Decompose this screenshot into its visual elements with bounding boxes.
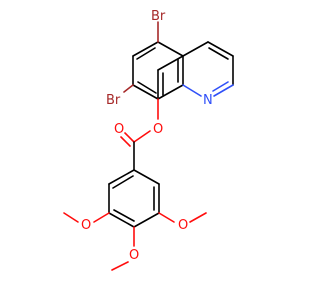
- bond-n1-c8a: [182, 84, 202, 97]
- bond-ar1-ar2: [108, 169, 135, 185]
- bond-o-me4: [111, 261, 129, 271]
- bond-o-me5: [189, 212, 207, 223]
- bromine-atom-5: Br: [151, 9, 166, 24]
- bond-ar5-o: [158, 212, 175, 223]
- bond-ar4-ar5: [133, 212, 160, 228]
- nitrogen-atom: N: [203, 93, 213, 108]
- bond-ar3-o: [93, 212, 110, 223]
- bond-ar3-ar4: [108, 212, 135, 228]
- molecule-svg: Br Br N O O O O O: [63, 9, 234, 271]
- bond-c4a-c5: [157, 41, 184, 57]
- methoxy-oxygen-atom-5: O: [178, 218, 188, 233]
- bromine-atom-7: Br: [106, 93, 121, 108]
- bond-c7-c8r: [132, 84, 159, 100]
- bond-c2-n1: [213, 84, 234, 97]
- bond-c7-c8r-double: [137, 81, 157, 94]
- methoxy-oxygen-atom-4: O: [129, 248, 139, 263]
- bond-ar6-ar1: [133, 169, 160, 185]
- carbonyl-oxygen-atom: O: [114, 122, 124, 137]
- molecule-structure-diagram: Br Br N O O O O O: [63, 9, 234, 271]
- bond-c5-c6r: [132, 41, 159, 57]
- bond-c5-c6r-double: [136, 47, 156, 60]
- bond-c2-n1-double: [212, 81, 229, 92]
- bond-carbonyl-o-double: [120, 136, 131, 147]
- bond-o-me3: [63, 212, 79, 223]
- ester-oxygen-atom: O: [153, 122, 163, 137]
- bond-c4a-c4: [182, 41, 209, 57]
- bond-c8-c8a: [157, 84, 184, 100]
- bond-c7-br: [123, 84, 134, 93]
- bond-c4-c3: [207, 41, 234, 57]
- bond-ar3-ar4-double: [113, 209, 135, 222]
- bond-ar1-ar2-double: [112, 175, 134, 189]
- methoxy-oxygen-atom-3: O: [81, 218, 91, 233]
- bond-c4-c3-double: [208, 47, 229, 60]
- bond-carbonyl-o: [124, 132, 135, 143]
- bond-c4a-c5: [157, 55, 184, 71]
- bond-o-carbonylc: [133, 130, 151, 143]
